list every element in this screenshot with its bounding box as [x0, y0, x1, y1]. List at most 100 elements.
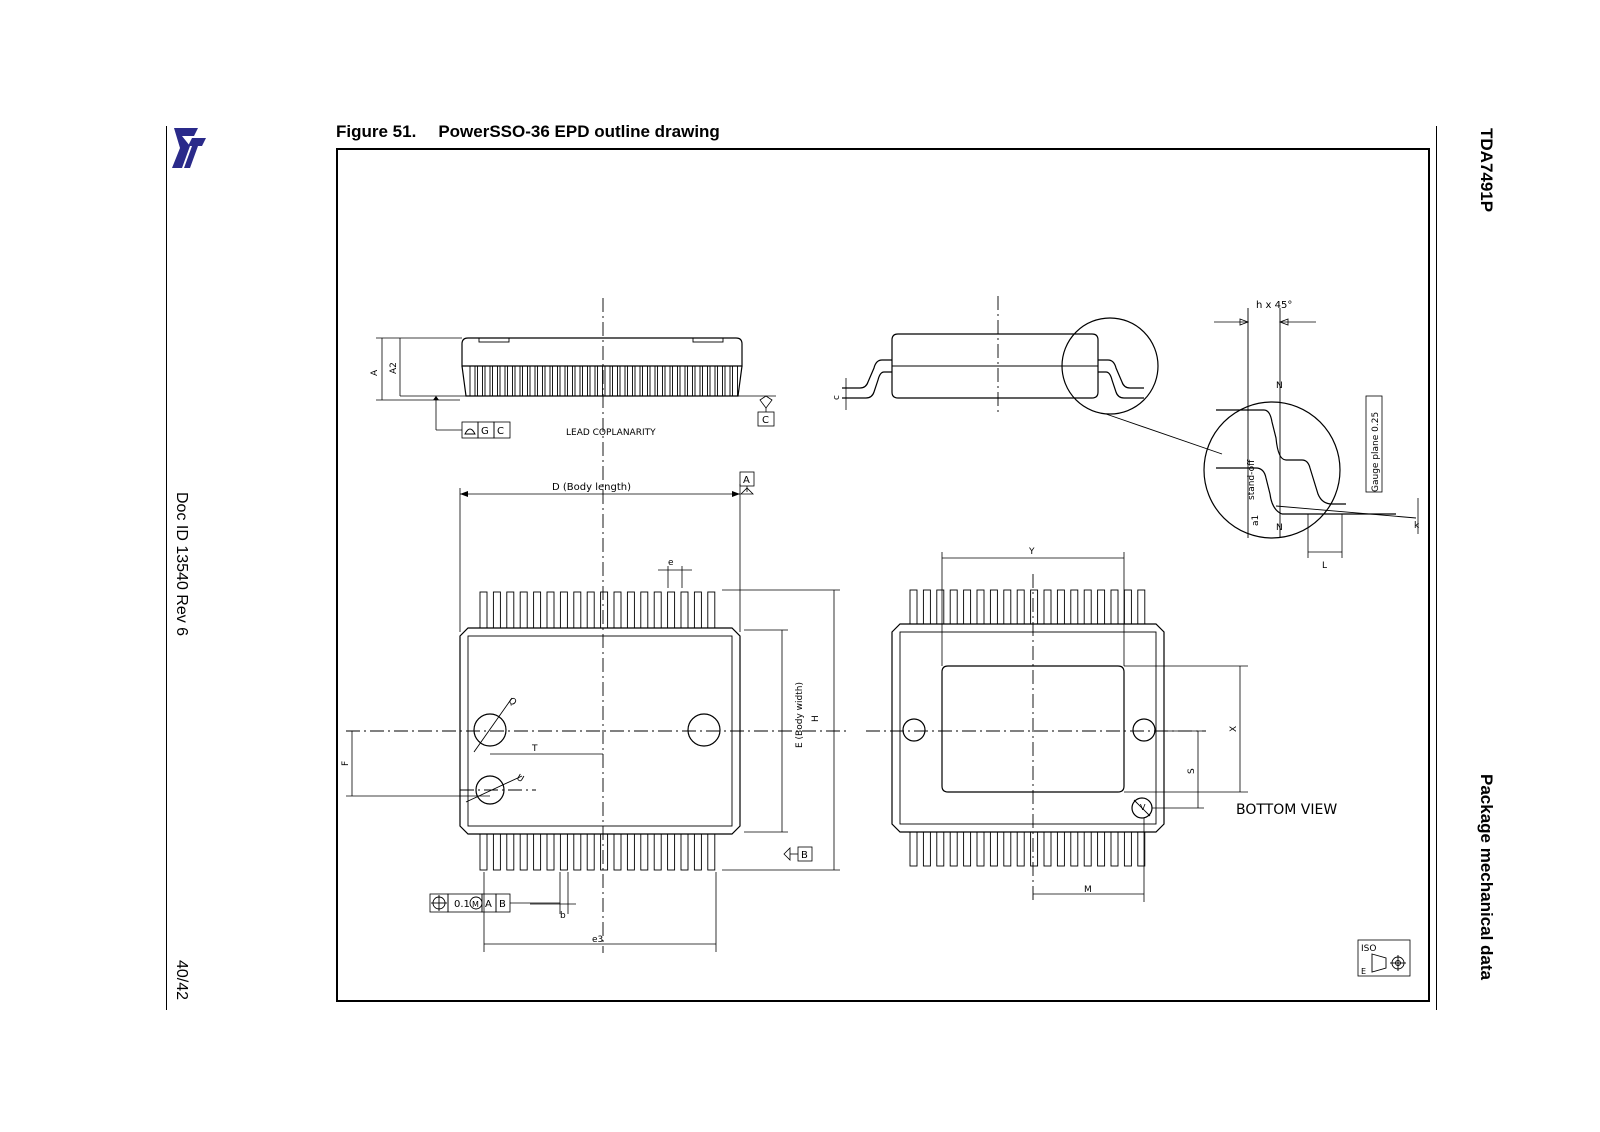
bottom-lead: [1083, 589, 1092, 625]
top-lead: [479, 591, 488, 629]
c-datum-label: C: [762, 415, 769, 426]
figure-title: PowerSSO-36 EPD outline drawing: [438, 122, 720, 141]
bottom-lead: [949, 831, 958, 867]
side-lead: [597, 365, 603, 397]
side-lead: [634, 365, 641, 397]
side-lead: [469, 365, 476, 397]
side-lead: [544, 365, 551, 397]
drawing-frame: [336, 148, 1430, 1002]
tolerance-value: 0.1: [454, 899, 470, 910]
dim-e-width-label: E (Body width): [795, 682, 805, 748]
a1-label: a1: [1251, 515, 1261, 526]
top-lead: [613, 833, 622, 871]
lead-coplanarity-label: LEAD COPLANARITY: [566, 428, 656, 438]
top-lead: [533, 591, 542, 629]
dim-d-label: D (Body length): [552, 482, 631, 493]
bottom-lead: [1097, 589, 1106, 625]
bottom-lead: [1123, 831, 1132, 867]
section-title: Package mechanical data: [1477, 774, 1496, 981]
bottom-view-label: BOTTOM VIEW: [1236, 802, 1337, 818]
dim-k-label: k: [1414, 521, 1420, 531]
bottom-lead: [976, 589, 985, 625]
c-box-label: C: [497, 426, 504, 437]
top-lead: [492, 833, 501, 871]
mmc-symbol: M: [472, 900, 479, 909]
bottom-lead: [1070, 589, 1079, 625]
top-lead: [680, 591, 689, 629]
figure-number: Figure 51.: [336, 122, 417, 141]
bottom-lead: [922, 831, 931, 867]
side-lead: [582, 365, 588, 397]
part-number: TDA7491P: [1477, 128, 1496, 213]
n-angle-label-1: N: [1276, 381, 1283, 391]
dim-a-label: A: [370, 369, 380, 376]
b-datum-label: B: [801, 850, 808, 861]
side-lead: [709, 365, 716, 397]
iso-label: ISO: [1361, 944, 1376, 954]
top-lead: [667, 833, 676, 871]
top-lead: [600, 833, 609, 871]
top-lead: [519, 591, 528, 629]
side-lead: [702, 365, 708, 397]
top-lead: [559, 833, 568, 871]
top-lead: [653, 833, 662, 871]
st-logo: ST: [168, 126, 208, 170]
bottom-lead: [1070, 831, 1079, 867]
bottom-lead: [1003, 589, 1012, 625]
iso-e-label: E: [1361, 967, 1366, 976]
side-lead: [537, 365, 543, 397]
dim-b-label: b: [560, 911, 566, 921]
top-lead: [640, 833, 649, 871]
bottom-lead: [949, 589, 958, 625]
dim-u-label: U: [515, 773, 526, 785]
top-lead: [640, 591, 649, 629]
bottom-lead: [1137, 589, 1146, 625]
top-lead: [693, 833, 702, 871]
top-lead: [626, 833, 635, 871]
dim-x-label: X: [1229, 726, 1239, 732]
top-lead: [533, 833, 542, 871]
bottom-lead: [1003, 831, 1012, 867]
top-lead: [626, 591, 635, 629]
side-lead: [522, 365, 528, 397]
top-lead: [519, 833, 528, 871]
side-view: A A2 G C LEAD COPLANARITY C: [370, 298, 776, 953]
dim-e3-label: e3: [592, 935, 603, 945]
bottom-lead: [936, 589, 945, 625]
detail-view: h x 45° Gauge plane 0.25 stand-off a1 N …: [1203, 300, 1420, 571]
g-box-label: G: [481, 426, 489, 437]
gauge-plane-label: Gauge plane 0.25: [1371, 412, 1381, 492]
bottom-lead: [1043, 831, 1052, 867]
side-lead: [679, 365, 686, 397]
right-margin-rule: [1436, 126, 1437, 1010]
side-lead: [642, 365, 648, 397]
side-lead: [559, 365, 566, 397]
dim-a2-label: A2: [389, 362, 399, 374]
top-lead: [573, 591, 582, 629]
doc-id: Doc ID 13540 Rev 6: [173, 492, 190, 637]
top-lead: [693, 591, 702, 629]
bottom-lead: [1030, 589, 1039, 625]
bottom-lead: [909, 831, 918, 867]
end-view: c: [832, 296, 1223, 455]
side-lead: [612, 365, 618, 397]
side-lead: [567, 365, 573, 397]
top-lead: [546, 591, 555, 629]
top-lead: [506, 833, 515, 871]
bottom-lead: [1110, 831, 1119, 867]
dim-h-label: H: [811, 715, 821, 722]
top-lead: [586, 833, 595, 871]
side-lead: [499, 365, 506, 397]
side-lead: [672, 365, 678, 397]
bottom-view: V Y X S M BOTTOM VIEW: [866, 547, 1337, 902]
side-lead: [732, 365, 738, 397]
iso-projection-box: ISO E: [1357, 939, 1411, 977]
a-datum-label: A: [743, 475, 750, 486]
top-lead: [707, 833, 716, 871]
h45-label: h x 45°: [1256, 300, 1292, 311]
dim-q-label: Q: [506, 696, 518, 708]
dim-e-pitch-label: e: [668, 558, 674, 568]
side-lead: [604, 365, 611, 397]
side-lead: [694, 365, 701, 397]
dim-y-label: Y: [1028, 547, 1035, 557]
